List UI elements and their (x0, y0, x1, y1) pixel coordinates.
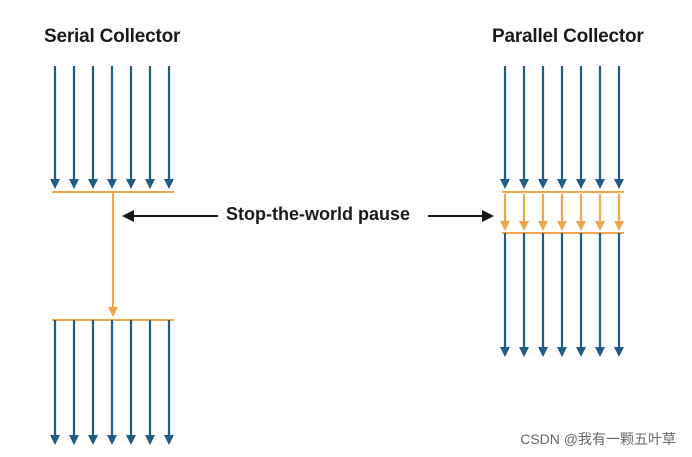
stop-the-world-label: Stop-the-world pause (226, 204, 410, 224)
serial-collector-title: Serial Collector (44, 26, 181, 47)
parallel-collector-title: Parallel Collector (492, 26, 644, 47)
parallel-bottom-threads (500, 233, 624, 357)
serial-bottom-threads (50, 320, 174, 445)
parallel-gc-threads (500, 194, 624, 231)
csdn-watermark: CSDN @我有一颗五叶草 (520, 431, 676, 447)
parallel-top-threads (500, 66, 624, 189)
serial-top-threads (50, 66, 174, 189)
